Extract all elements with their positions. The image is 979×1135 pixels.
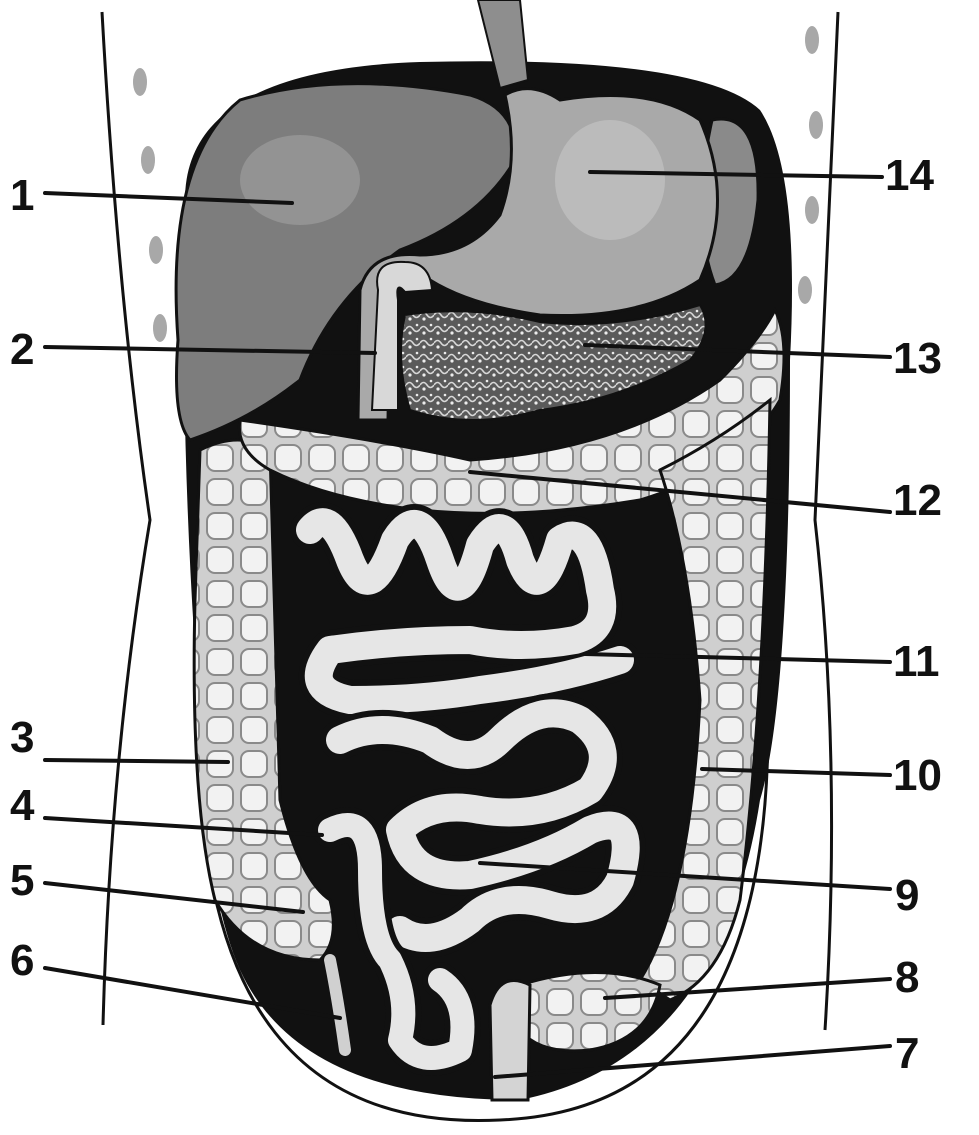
label-2: 2: [10, 325, 34, 374]
leader-line-3: [45, 760, 228, 762]
label-12: 12: [893, 476, 942, 525]
label-1: 1: [10, 171, 34, 220]
stomach-highlight: [555, 120, 665, 240]
label-9: 9: [895, 871, 919, 920]
label-8: 8: [895, 953, 919, 1002]
label-13: 13: [893, 334, 942, 383]
label-3: 3: [10, 713, 34, 762]
label-5: 5: [10, 856, 34, 905]
label-10: 10: [893, 751, 942, 800]
label-4: 4: [10, 781, 35, 830]
label-11: 11: [893, 637, 940, 686]
rectum: [490, 981, 530, 1101]
label-7: 7: [895, 1029, 919, 1078]
liver-highlight: [240, 135, 360, 225]
label-6: 6: [10, 936, 34, 985]
label-14: 14: [885, 151, 934, 200]
